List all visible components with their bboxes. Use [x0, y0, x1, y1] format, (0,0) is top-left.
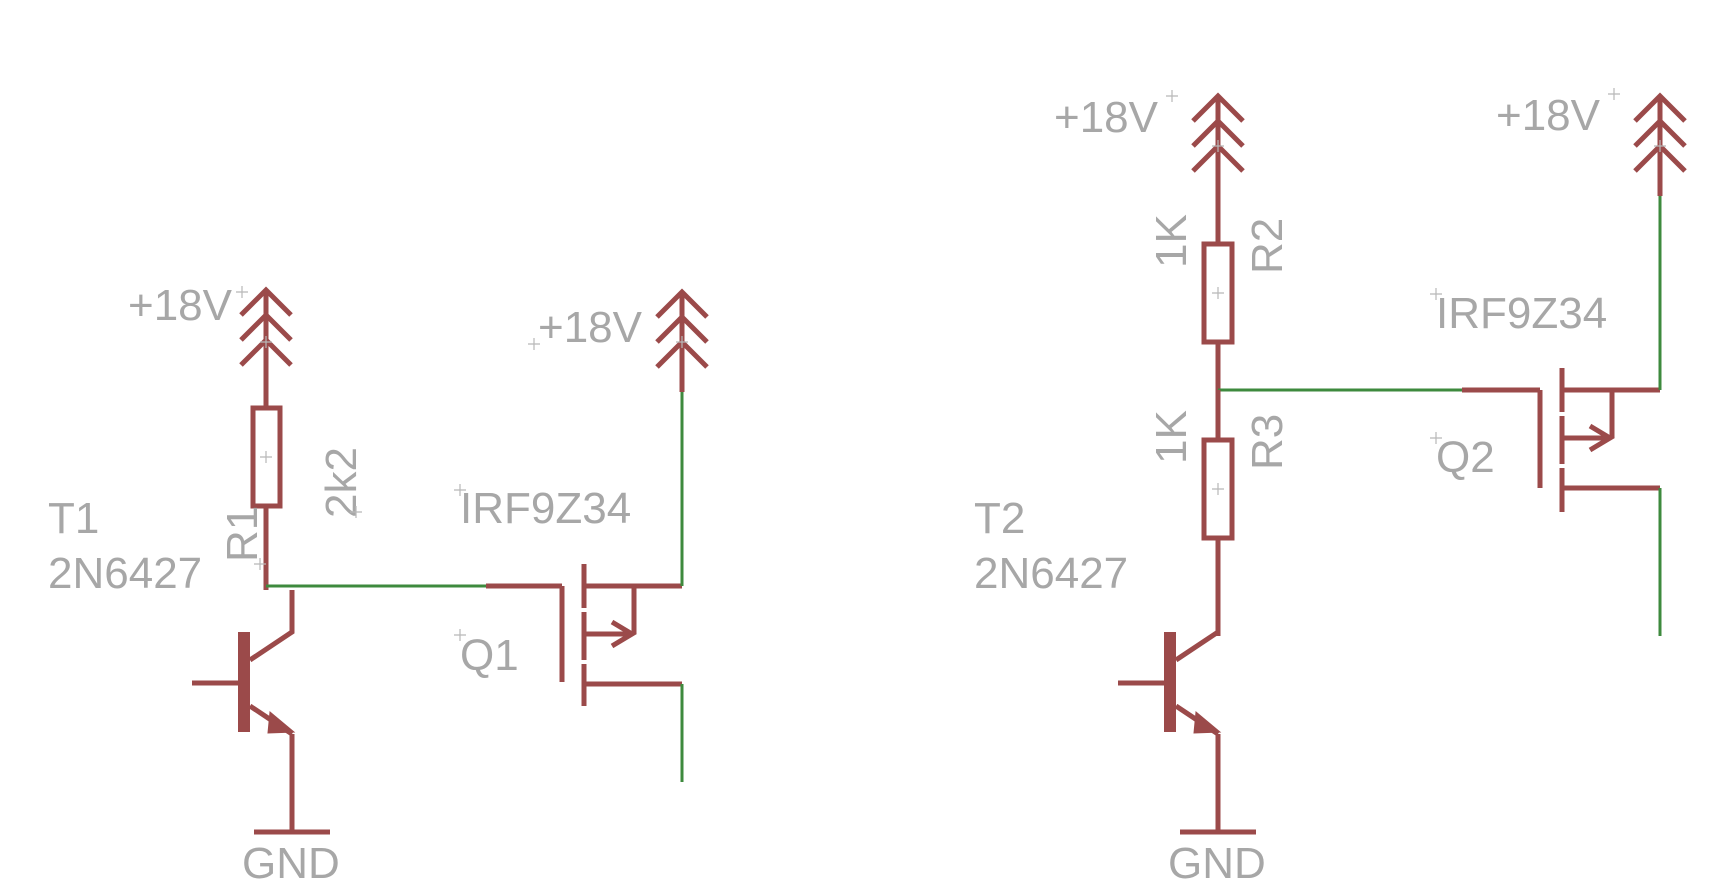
- mosfet-q2: [1537, 368, 1660, 512]
- r2-ref-label: R2: [1243, 218, 1292, 274]
- t2-ref-label: T2: [974, 494, 1025, 543]
- resistor-r1: [250, 405, 283, 590]
- r1-ref-label: R1: [218, 506, 267, 562]
- supply-symbol-r2: [1191, 92, 1245, 244]
- q1-value-label: IRF9Z34: [460, 484, 631, 533]
- resistor-r3: [1201, 390, 1235, 636]
- r3-ref-label: R3: [1243, 414, 1292, 470]
- q1-ref-label: Q1: [460, 631, 519, 680]
- resistor-r2: [1201, 241, 1235, 390]
- r1-value-label: 2k2: [317, 447, 366, 518]
- npn-transistor-t1: [192, 590, 296, 832]
- t1-ref-label: T1: [48, 494, 99, 543]
- t1-value-label: 2N6427: [48, 549, 202, 598]
- supply-symbol-r1: [239, 286, 293, 408]
- ground-label-t2: GND: [1168, 839, 1266, 888]
- ground-label-t1: GND: [242, 839, 340, 888]
- supply-label-r1: +18V: [128, 281, 233, 330]
- r2-value-label: 1K: [1147, 214, 1196, 268]
- q2-value-label: IRF9Z34: [1436, 289, 1607, 338]
- r3-value-label: 1K: [1147, 410, 1196, 464]
- supply-label-q2: +18V: [1496, 91, 1601, 140]
- mosfet-q1: [559, 564, 682, 706]
- q2-ref-label: Q2: [1436, 433, 1495, 482]
- npn-transistor-t2: [1118, 627, 1222, 832]
- supply-label-r2: +18V: [1054, 93, 1159, 142]
- supply-symbol-q2: [1633, 92, 1687, 196]
- supply-symbol-q1: [655, 288, 709, 392]
- t2-value-label: 2N6427: [974, 549, 1128, 598]
- supply-label-q1: +18V: [538, 303, 643, 352]
